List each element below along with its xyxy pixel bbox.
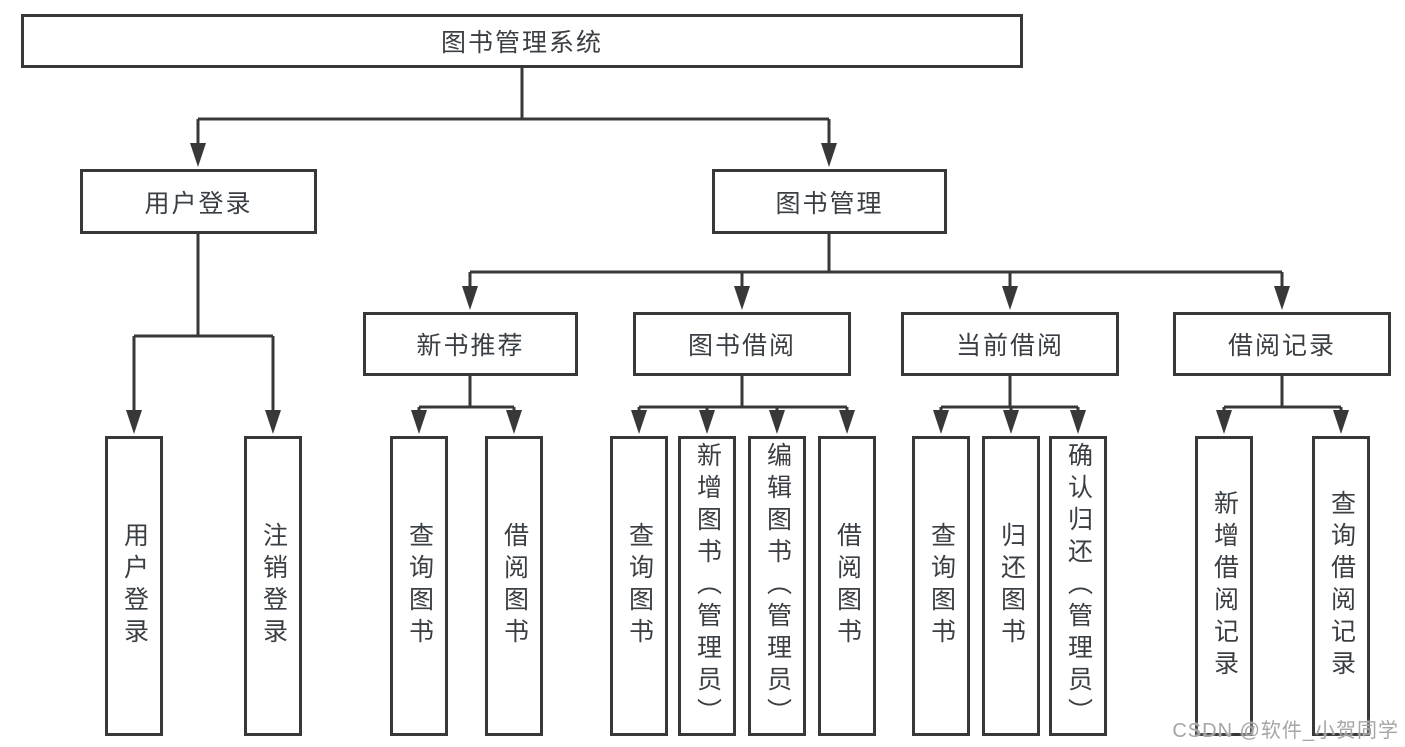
node-new-book-recommend: 新书推荐 [363, 312, 578, 376]
node-return-books: 归还图书 [982, 436, 1040, 736]
arrowhead-icon [1274, 286, 1290, 310]
arrowhead-icon [126, 410, 142, 434]
arrowhead-icon [411, 410, 427, 434]
node-query-books-current: 查询图书 [912, 436, 970, 736]
arrowhead-icon [190, 143, 206, 167]
arrowhead-icon [1003, 410, 1019, 434]
node-current-borrow: 当前借阅 [901, 312, 1119, 376]
node-logout-action: 注销登录 [244, 436, 302, 736]
node-query-books-borrow: 查询图书 [610, 436, 668, 736]
connector-new-book-branch [411, 376, 522, 434]
arrowhead-icon [734, 286, 750, 310]
arrowhead-icon [699, 410, 715, 434]
arrowhead-icon [933, 410, 949, 434]
node-library-system: 图书管理系统 [21, 14, 1023, 68]
node-edit-books-admin: 编辑图书（管理员） [748, 436, 806, 736]
arrowhead-icon [839, 410, 855, 434]
csdn-watermark: CSDN @软件_小贺同学 [1172, 720, 1399, 742]
arrowhead-icon [1216, 410, 1232, 434]
node-book-management: 图书管理 [712, 169, 947, 234]
connector-book-mgmt-branch [462, 234, 1290, 310]
connector-current-borrow-branch [933, 376, 1086, 434]
arrowhead-icon [506, 410, 522, 434]
node-confirm-return-admin: 确认归还（管理员） [1049, 436, 1107, 736]
node-query-books-recommend: 查询图书 [390, 436, 448, 736]
arrowhead-icon [1070, 410, 1086, 434]
arrowhead-icon [462, 286, 478, 310]
connector-user-login-branch [126, 234, 281, 434]
node-borrow-books-recommend: 借阅图书 [485, 436, 543, 736]
node-borrow-books-action: 借阅图书 [818, 436, 876, 736]
node-borrow-records: 借阅记录 [1173, 312, 1391, 376]
node-query-borrow-record: 查询借阅记录 [1312, 436, 1370, 736]
node-book-borrow: 图书借阅 [633, 312, 851, 376]
node-add-books-admin: 新增图书（管理员） [678, 436, 736, 736]
arrowhead-icon [821, 143, 837, 167]
node-add-borrow-record: 新增借阅记录 [1195, 436, 1253, 736]
node-user-login-action: 用户登录 [105, 436, 163, 736]
connector-root-to-level2 [190, 68, 837, 167]
arrowhead-icon [1333, 410, 1349, 434]
node-user-login: 用户登录 [80, 169, 317, 234]
arrowhead-icon [769, 410, 785, 434]
connector-book-borrow-branch [631, 376, 855, 434]
arrowhead-icon [265, 410, 281, 434]
arrowhead-icon [631, 410, 647, 434]
arrowhead-icon [1002, 286, 1018, 310]
connector-borrow-records-branch [1216, 376, 1349, 434]
